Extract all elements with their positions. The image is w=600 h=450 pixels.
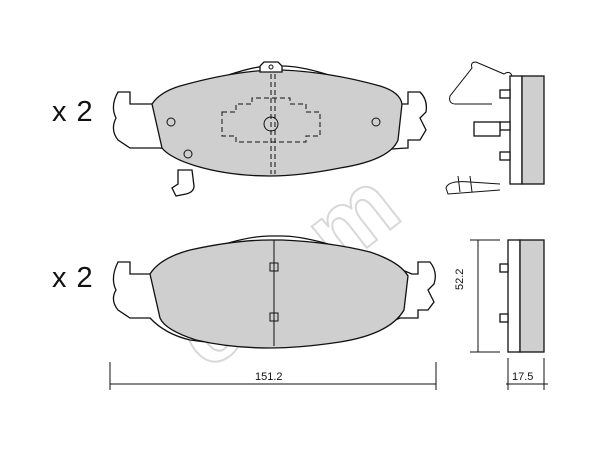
quantity-bottom: x 2 bbox=[52, 262, 94, 294]
top-side-pin-3 bbox=[499, 151, 511, 161]
top-side-clip bbox=[473, 121, 501, 137]
bottom-side-lining bbox=[519, 239, 545, 353]
top-hole-bottom bbox=[183, 149, 193, 159]
spring-clip bbox=[445, 61, 513, 195]
top-side-lining bbox=[521, 75, 545, 185]
top-friction-material bbox=[151, 69, 403, 177]
top-hole-left bbox=[166, 117, 176, 127]
top-side-plate bbox=[509, 75, 523, 185]
dimension-width: 151.2 bbox=[255, 371, 283, 383]
bottom-pin-1 bbox=[269, 262, 279, 272]
top-center-hole bbox=[263, 116, 279, 132]
top-hole-right bbox=[371, 117, 381, 127]
bottom-pad-side-view bbox=[499, 239, 545, 353]
quantity-top: x 2 bbox=[52, 96, 94, 128]
bottom-pad-front-view bbox=[112, 235, 436, 349]
bottom-side-plate bbox=[507, 239, 521, 353]
bottom-side-pin-1 bbox=[499, 263, 509, 273]
dimension-thickness: 17.5 bbox=[512, 371, 534, 383]
dimension-height: 52.2 bbox=[454, 268, 466, 290]
bottom-pin-2 bbox=[269, 312, 279, 322]
bottom-side-pin-2 bbox=[499, 313, 509, 323]
top-side-pin-1 bbox=[499, 89, 511, 99]
top-side-pin-2 bbox=[499, 121, 511, 131]
top-center-tab bbox=[259, 61, 283, 73]
tab-hole bbox=[268, 64, 274, 70]
top-clip-outline bbox=[221, 97, 321, 143]
dimension-lines bbox=[109, 239, 548, 390]
bottom-friction-material bbox=[149, 239, 409, 349]
top-pad-side-view bbox=[445, 61, 545, 195]
top-pad-front-view bbox=[112, 61, 428, 197]
wear-sensor bbox=[171, 169, 195, 197]
